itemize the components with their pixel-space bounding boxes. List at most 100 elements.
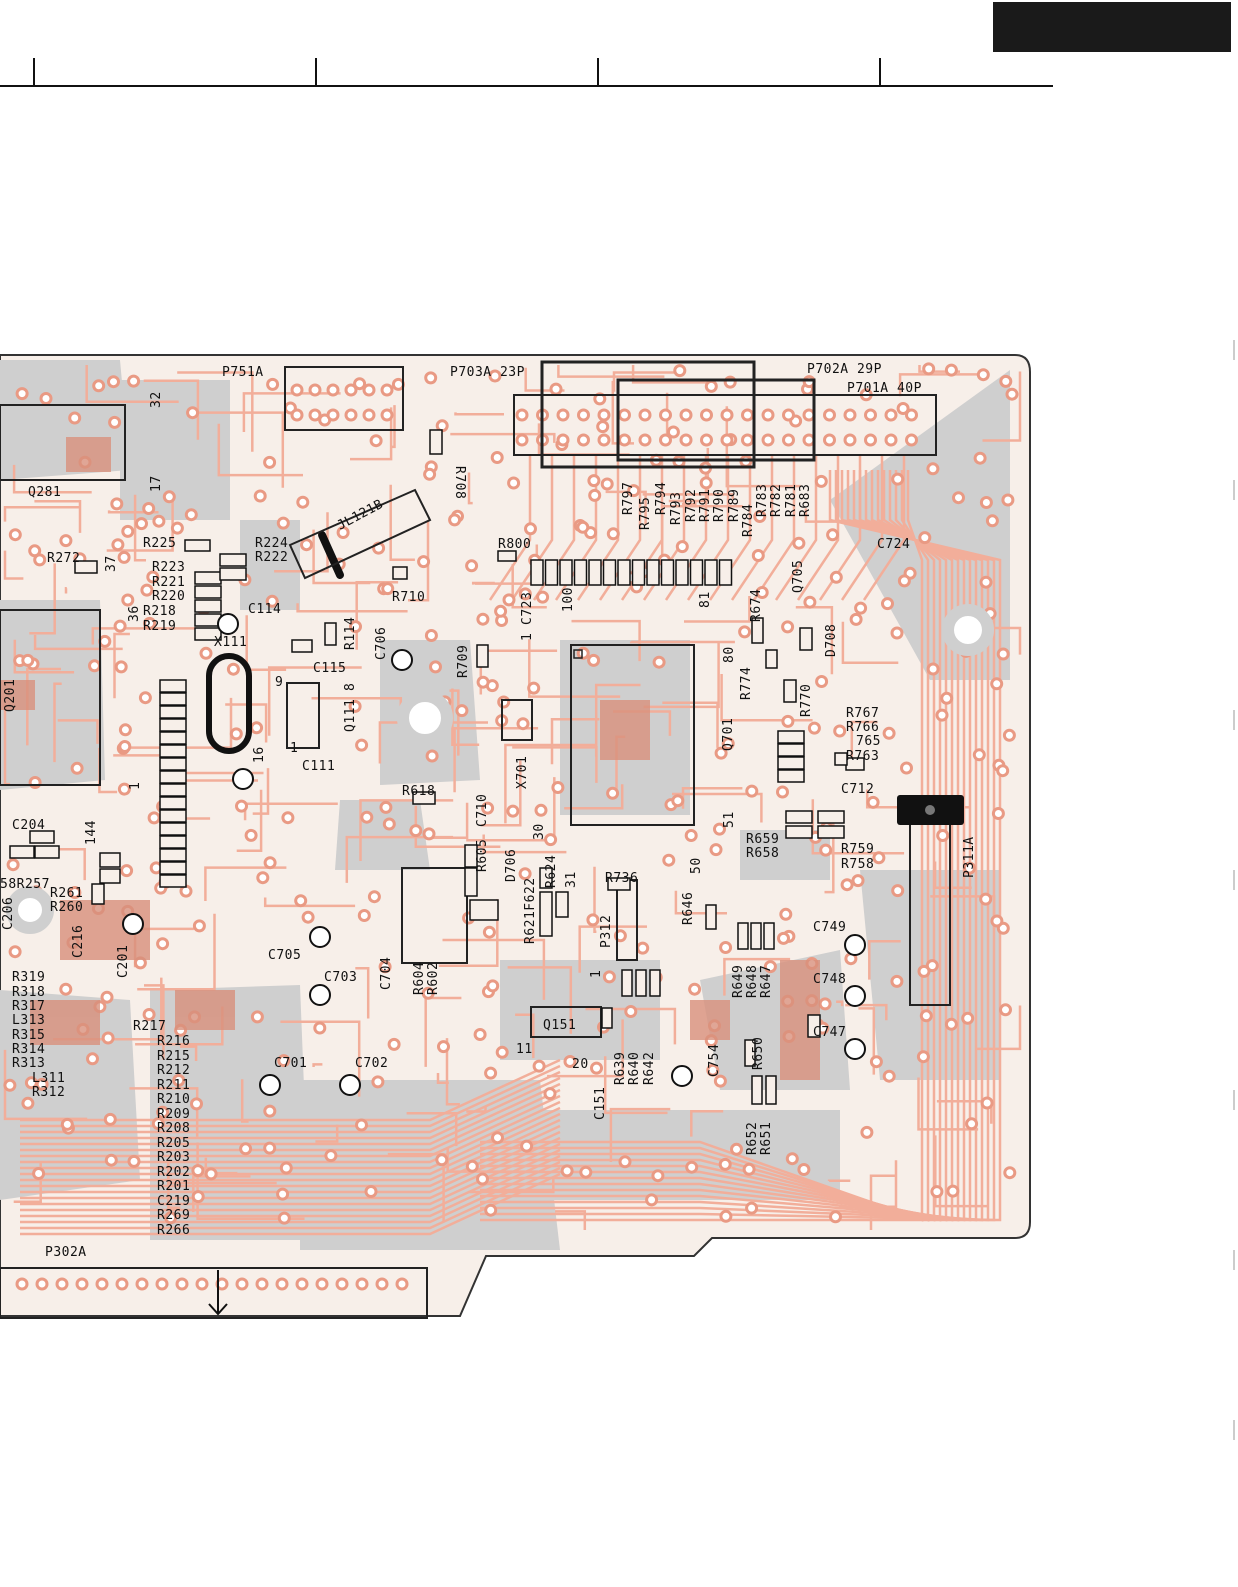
trace <box>609 1107 671 1162</box>
connector-pin <box>905 408 918 422</box>
label: R260 <box>50 900 83 915</box>
via <box>367 890 381 904</box>
trace <box>612 371 680 392</box>
trace <box>480 470 990 1222</box>
trace <box>180 1045 198 1061</box>
trace <box>106 491 174 552</box>
trace <box>571 619 641 662</box>
trace <box>672 792 763 823</box>
smd-part <box>159 731 187 745</box>
label: R767 <box>846 706 879 721</box>
label: R605 <box>475 839 490 872</box>
via <box>980 1096 994 1110</box>
via <box>68 411 82 425</box>
copper-patches <box>0 437 820 1080</box>
via <box>532 1059 546 1073</box>
via <box>277 1211 291 1225</box>
label: R220 <box>152 589 185 604</box>
connector-pin <box>275 1277 289 1291</box>
trace <box>85 365 179 404</box>
label: C216 <box>71 925 86 958</box>
via <box>952 491 965 505</box>
trace <box>217 423 303 477</box>
via <box>265 594 279 608</box>
label: R782 <box>769 484 784 517</box>
smd-part <box>704 559 718 586</box>
label: 17 <box>149 475 164 492</box>
via <box>263 1141 277 1155</box>
via <box>851 874 865 888</box>
trace <box>480 470 942 1222</box>
trace <box>933 861 972 890</box>
via <box>138 691 152 705</box>
connector-pin <box>884 408 898 422</box>
label: Q705 <box>791 560 806 593</box>
trace <box>629 640 735 644</box>
connector-pin <box>55 1277 69 1291</box>
trace <box>480 470 954 1222</box>
trace <box>20 1082 561 1146</box>
label: P702A 29P <box>807 362 882 377</box>
via <box>371 1075 385 1089</box>
label: R647 <box>759 965 774 998</box>
via <box>926 662 940 676</box>
smd-part <box>621 969 633 997</box>
via <box>807 721 821 735</box>
via <box>142 502 156 515</box>
smd-part <box>159 874 187 888</box>
via <box>425 749 439 763</box>
via <box>184 508 198 522</box>
label: R794 <box>654 482 669 515</box>
trace <box>480 470 930 1222</box>
connector-pin <box>75 1277 89 1291</box>
via <box>587 474 601 488</box>
trace <box>33 634 123 651</box>
via <box>866 795 880 809</box>
via <box>239 1142 253 1156</box>
connector-pin <box>344 408 358 422</box>
cap-c706 <box>391 649 413 671</box>
connector-pin <box>659 408 672 422</box>
label: X701 <box>515 756 530 789</box>
connectors <box>0 360 951 1319</box>
label: 36 <box>127 605 142 622</box>
smd-part <box>660 559 675 586</box>
via <box>429 660 442 674</box>
jumper-jl121b <box>318 531 344 579</box>
trace <box>862 455 906 601</box>
smd-part <box>601 1007 613 1029</box>
via <box>424 371 438 385</box>
smd-part <box>29 830 55 844</box>
via <box>108 415 122 429</box>
trace <box>20 1094 561 1158</box>
trace <box>312 529 371 585</box>
via <box>890 626 904 640</box>
connector-pin <box>843 433 857 447</box>
via <box>785 1152 799 1166</box>
label: C206 <box>1 897 16 930</box>
trace <box>406 1111 458 1147</box>
smd-part <box>412 791 436 805</box>
via <box>146 570 160 584</box>
connector-pin <box>255 1277 269 1291</box>
via <box>699 476 713 490</box>
label: C747 <box>813 1025 846 1040</box>
via <box>961 1011 975 1025</box>
via <box>490 451 504 464</box>
label: C201 <box>116 945 131 978</box>
via <box>651 1169 665 1183</box>
connector-pin <box>577 408 590 422</box>
via <box>518 867 532 881</box>
via <box>549 382 563 396</box>
smd-part <box>646 559 660 586</box>
page-header <box>0 2 1231 87</box>
label: C702 <box>355 1056 388 1071</box>
label: R652 <box>745 1122 760 1155</box>
via <box>3 1078 17 1092</box>
via <box>996 764 1010 778</box>
via <box>235 799 248 813</box>
connector-pin <box>295 1277 309 1291</box>
connector-pin <box>577 433 590 447</box>
via <box>925 959 939 973</box>
connector-pin <box>741 408 754 422</box>
